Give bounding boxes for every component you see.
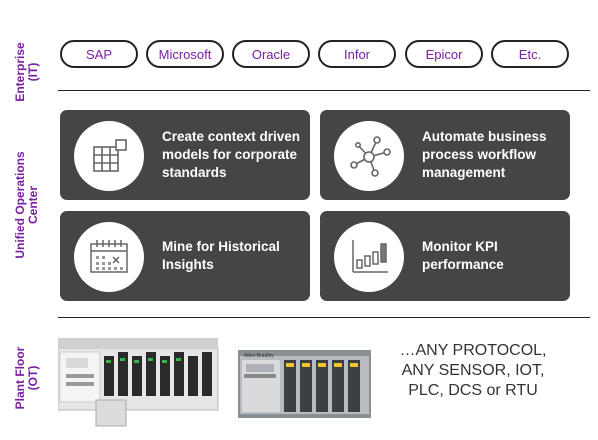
system-pill-oracle: Oracle	[232, 40, 310, 68]
system-pill-microsoft: Microsoft	[146, 40, 224, 68]
card-text: Automate business process workflow manag…	[422, 129, 547, 180]
grid-icon	[93, 139, 127, 172]
divider-bottom	[58, 317, 590, 318]
protocol-text: …ANY PROTOCOL, ANY SENSOR, IOT, PLC, DCS…	[399, 342, 547, 399]
capability-card-kpi: Monitor KPI performance	[320, 211, 570, 301]
capability-card-historical: Mine for Historical Insights	[60, 211, 310, 301]
plc-controller-image	[58, 338, 219, 427]
capability-card-workflow: Automate business process workflow manag…	[320, 110, 570, 200]
system-pill-infor: Infor	[318, 40, 396, 68]
network-icon	[350, 136, 391, 177]
system-pill-epicor: Epicor	[405, 40, 483, 68]
section-label-enterprise: Enterprise (IT)	[13, 42, 40, 102]
card-text: Monitor KPI performance	[422, 239, 504, 272]
icon-circle	[74, 222, 144, 292]
icon-circle	[74, 121, 144, 191]
capability-card-models: Create context driven models for corpora…	[60, 110, 310, 200]
system-pill-sap: SAP	[60, 40, 138, 68]
bar-chart-icon	[352, 240, 388, 273]
calendar-icon	[90, 240, 128, 273]
rack-controller-image: Allen-Bradley	[238, 350, 371, 418]
system-pill-etc: Etc.	[491, 40, 569, 68]
section-label-operations: Unified Operations Center	[13, 151, 40, 259]
card-text: Create context driven models for corpora…	[162, 129, 301, 180]
divider-top	[58, 90, 590, 91]
section-label-plant: Plant Floor (OT)	[13, 346, 40, 410]
device-badge: Allen-Bradley	[244, 353, 274, 359]
icon-circle	[334, 121, 404, 191]
icon-circle	[334, 222, 404, 292]
card-text: Mine for Historical Insights	[162, 239, 280, 272]
